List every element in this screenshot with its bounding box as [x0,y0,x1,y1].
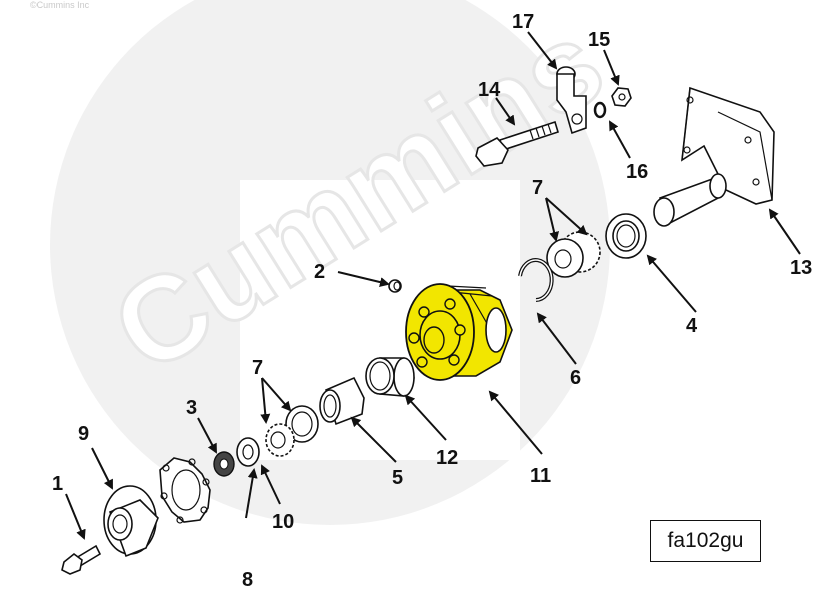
part-10-washer [236,437,260,467]
callout-2: 2 [314,261,325,283]
part-8-gasket [159,457,211,524]
part-13-bracket [653,86,775,227]
callout-12: 12 [436,447,458,469]
callout-16: 16 [626,161,648,183]
figure-reference-label: fa102gu [650,520,761,562]
callout-14: 14 [478,79,501,101]
figure-reference-text: fa102gu [667,529,744,552]
part-17-clamp [556,66,587,135]
callout-8: 8 [242,569,253,591]
part-7-bearing-upper [546,231,601,278]
part-16-lockwasher [593,101,607,119]
leader-lines [65,31,801,540]
part-12-sleeve [365,357,415,397]
part-2-plug [388,279,402,293]
part-14-bolt [475,120,559,167]
callout-11: 11 [530,465,551,487]
callout-10: 10 [272,511,294,533]
callout-1: 1 [52,473,63,495]
callout-3: 3 [186,397,197,419]
part-4-seal [605,213,647,259]
callouts: 1 2 3 4 5 6 7 7 8 9 10 11 12 13 14 15 16… [52,11,812,591]
callout-17: 17 [512,11,534,33]
callout-9: 9 [78,423,89,445]
callout-7b: 7 [252,357,263,379]
callout-5: 5 [392,467,403,489]
copyright-notice: ©Cummins Inc [30,0,90,10]
callout-6: 6 [570,367,581,389]
callout-4: 4 [686,315,698,337]
part-15-nut [611,87,632,107]
callout-13: 13 [790,257,812,279]
part-1-capscrew [61,544,102,575]
part-11-hub [405,283,513,381]
callout-15: 15 [588,29,610,51]
part-7-bearing-lower [265,405,319,457]
watermark-logo: Cummins [50,0,627,525]
part-6-snap-ring [518,258,554,302]
part-9-flange [103,485,159,558]
callout-7a: 7 [532,177,543,199]
part-5-spacer [319,376,365,426]
part-3-castle-nut [213,451,235,477]
